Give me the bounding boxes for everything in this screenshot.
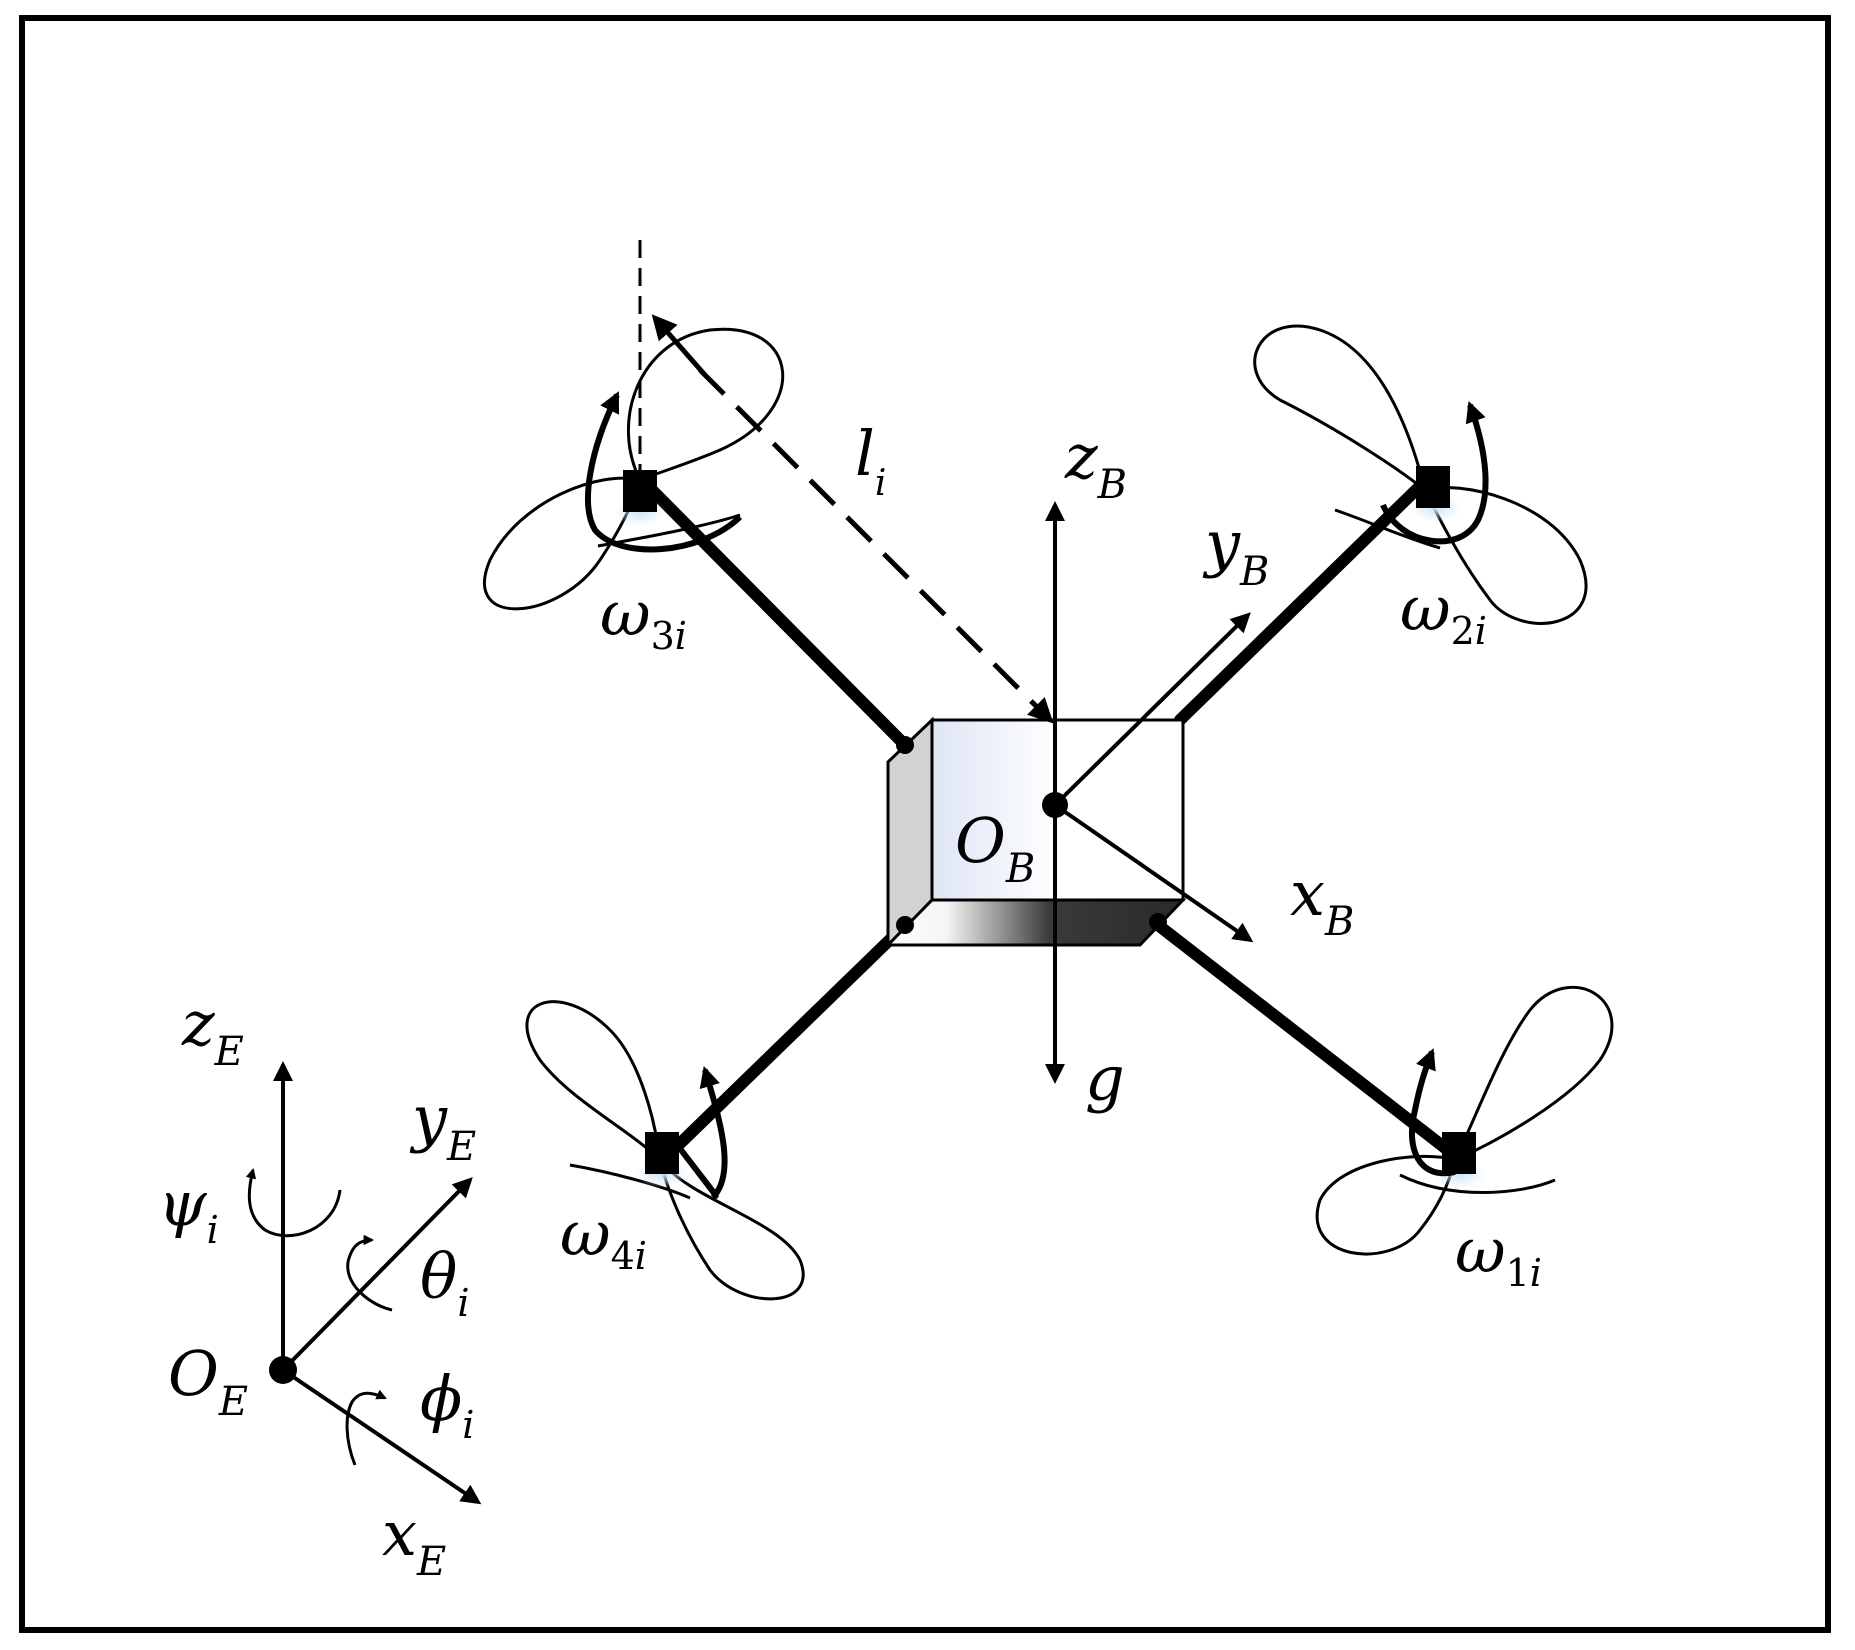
labels: OB zB yB xB g li ω3i ω2i ω4i ω1i OE zE y… [158,417,1542,1585]
rotor-2-label: ω2i [1400,572,1487,653]
body-origin-label: OB [955,804,1035,892]
z-e-label: zE [181,987,244,1075]
rotor-4-rotation-arrow [672,1065,728,1199]
x-e-label: xE [382,1497,446,1585]
rotor-3-blades [482,327,785,611]
y-b-label: yB [1202,507,1269,595]
y-e-axis [281,1177,473,1372]
dashed-length-arrow [698,368,1050,720]
body-bottom-face [884,898,1187,947]
rotor-4-label: ω4i [560,1197,647,1278]
arm-length-label: li [855,417,886,504]
figure-frame [19,15,1831,1633]
arms [646,482,1464,1166]
x-b-label: xB [1290,857,1354,945]
x-b-axis [1053,803,1254,943]
arm-2 [1174,482,1424,726]
motor-4 [645,1132,679,1174]
yaw-rotation-arrow [245,1167,342,1238]
earth-origin-label: OE [168,1337,248,1425]
z-b-label: zB [1064,420,1127,508]
arm-1 [1152,919,1464,1164]
rotor-1-blades [1315,985,1614,1256]
central-body [884,716,1187,949]
rotor-3-rotation-arrow [585,391,743,553]
rotor-rotation-arrows [585,391,1489,1199]
body-origin-dot [1042,792,1068,818]
rotor-2-blades [1253,324,1588,625]
body-axes [1042,501,1254,1084]
earth-origin-dot [269,1356,297,1384]
roll-label: ϕi [420,1362,474,1447]
rotor-4-blades [525,1000,805,1301]
roll-rotation-arrow [345,1389,387,1466]
motor-1 [1442,1132,1476,1174]
rotor-2-rotation-arrow [1380,401,1489,545]
motors [614,466,1486,1188]
x-e-axis [281,1368,482,1505]
yaw-label: ψi [158,1167,219,1252]
y-b-axis [1053,612,1251,807]
arm-4 [657,919,911,1166]
arm-3 [646,484,911,751]
rotor-1-rotation-arrow [1408,1048,1456,1177]
pitch-label: θi [420,1240,469,1325]
arm-length-indicator [638,240,1054,724]
motor-2 [1416,466,1450,508]
gravity-label: g [1085,1042,1125,1115]
y-e-label: yE [409,1082,476,1170]
rotor-3-label: ω3i [600,577,687,658]
rotor-1-label: ω1i [1455,1214,1542,1295]
motor-3 [623,470,657,512]
pitch-rotation-arrow [346,1234,393,1312]
earth-axes [245,1061,482,1505]
